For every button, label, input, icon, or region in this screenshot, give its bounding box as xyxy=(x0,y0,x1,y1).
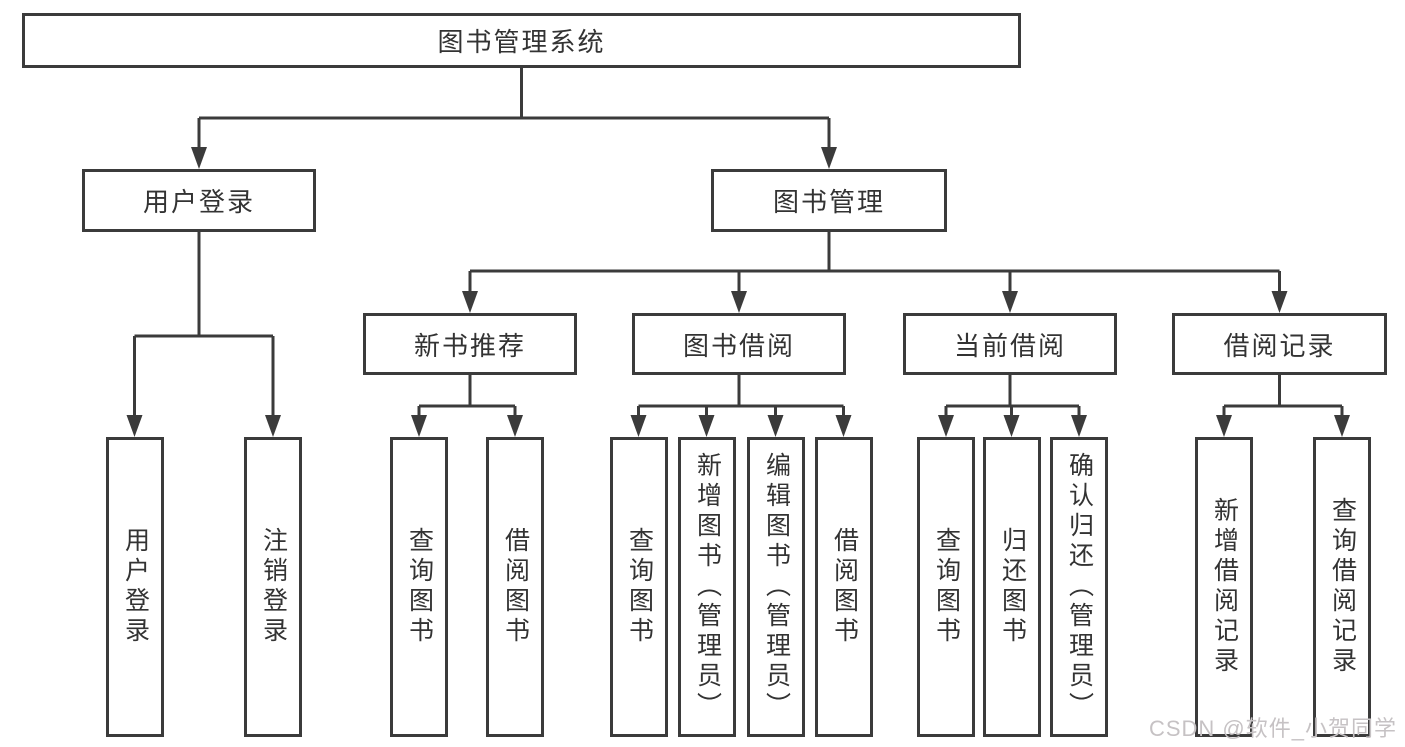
leaf-return-books: 归还图书 xyxy=(983,437,1041,737)
node-label: 图书管理 xyxy=(772,187,885,217)
node-user-login-branch: 用户登录 xyxy=(82,169,316,232)
leaf-label: 借阅图书 xyxy=(830,527,859,647)
leaf-query-books-recommend: 查询图书 xyxy=(390,437,448,737)
leaf-label: 新增图书（管理员） xyxy=(693,452,722,722)
leaf-add-books-admin: 新增图书（管理员） xyxy=(678,437,736,737)
leaf-label: 查询图书 xyxy=(932,527,961,647)
node-book-borrow: 图书借阅 xyxy=(632,313,846,375)
node-new-book-recommend: 新书推荐 xyxy=(363,313,577,375)
leaf-label: 注销登录 xyxy=(259,527,288,647)
csdn-watermark: CSDN @软件_小贺同学 xyxy=(1148,716,1397,741)
leaf-query-borrow-record: 查询借阅记录 xyxy=(1313,437,1371,737)
leaf-query-books-current: 查询图书 xyxy=(917,437,975,737)
leaf-confirm-return-admin: 确认归还（管理员） xyxy=(1050,437,1108,737)
leaf-user-login: 用户登录 xyxy=(106,437,164,737)
node-label: 当前借阅 xyxy=(953,330,1066,361)
node-label: 借阅记录 xyxy=(1223,330,1336,361)
leaf-label: 用户登录 xyxy=(121,527,150,647)
node-current-borrow: 当前借阅 xyxy=(903,313,1117,375)
leaf-logout-login: 注销登录 xyxy=(244,437,302,737)
leaf-label: 查询图书 xyxy=(405,527,434,647)
leaf-label: 确认归还（管理员） xyxy=(1065,452,1094,722)
arrowhead-icons xyxy=(126,147,1350,437)
node-root-system: 图书管理系统 xyxy=(22,13,1021,68)
node-label: 图书借阅 xyxy=(682,330,795,361)
leaf-label: 查询借阅记录 xyxy=(1328,497,1357,677)
node-label: 新书推荐 xyxy=(413,330,526,361)
connector-paths xyxy=(133,68,1344,421)
node-label: 用户登录 xyxy=(142,187,255,217)
leaf-query-books-borrow: 查询图书 xyxy=(610,437,668,737)
leaf-label: 新增借阅记录 xyxy=(1210,497,1239,677)
leaf-label: 编辑图书（管理员） xyxy=(762,452,791,722)
leaf-label: 借阅图书 xyxy=(501,527,530,647)
node-book-management-branch: 图书管理 xyxy=(711,169,947,232)
leaf-borrow-books: 借阅图书 xyxy=(815,437,873,737)
leaf-label: 查询图书 xyxy=(625,527,654,647)
leaf-label: 归还图书 xyxy=(998,527,1027,647)
leaf-add-borrow-record: 新增借阅记录 xyxy=(1195,437,1253,737)
node-label: 图书管理系统 xyxy=(437,27,606,57)
leaf-edit-books-admin: 编辑图书（管理员） xyxy=(747,437,805,737)
node-borrow-records: 借阅记录 xyxy=(1172,313,1387,375)
leaf-borrow-books-recommend: 借阅图书 xyxy=(486,437,544,737)
